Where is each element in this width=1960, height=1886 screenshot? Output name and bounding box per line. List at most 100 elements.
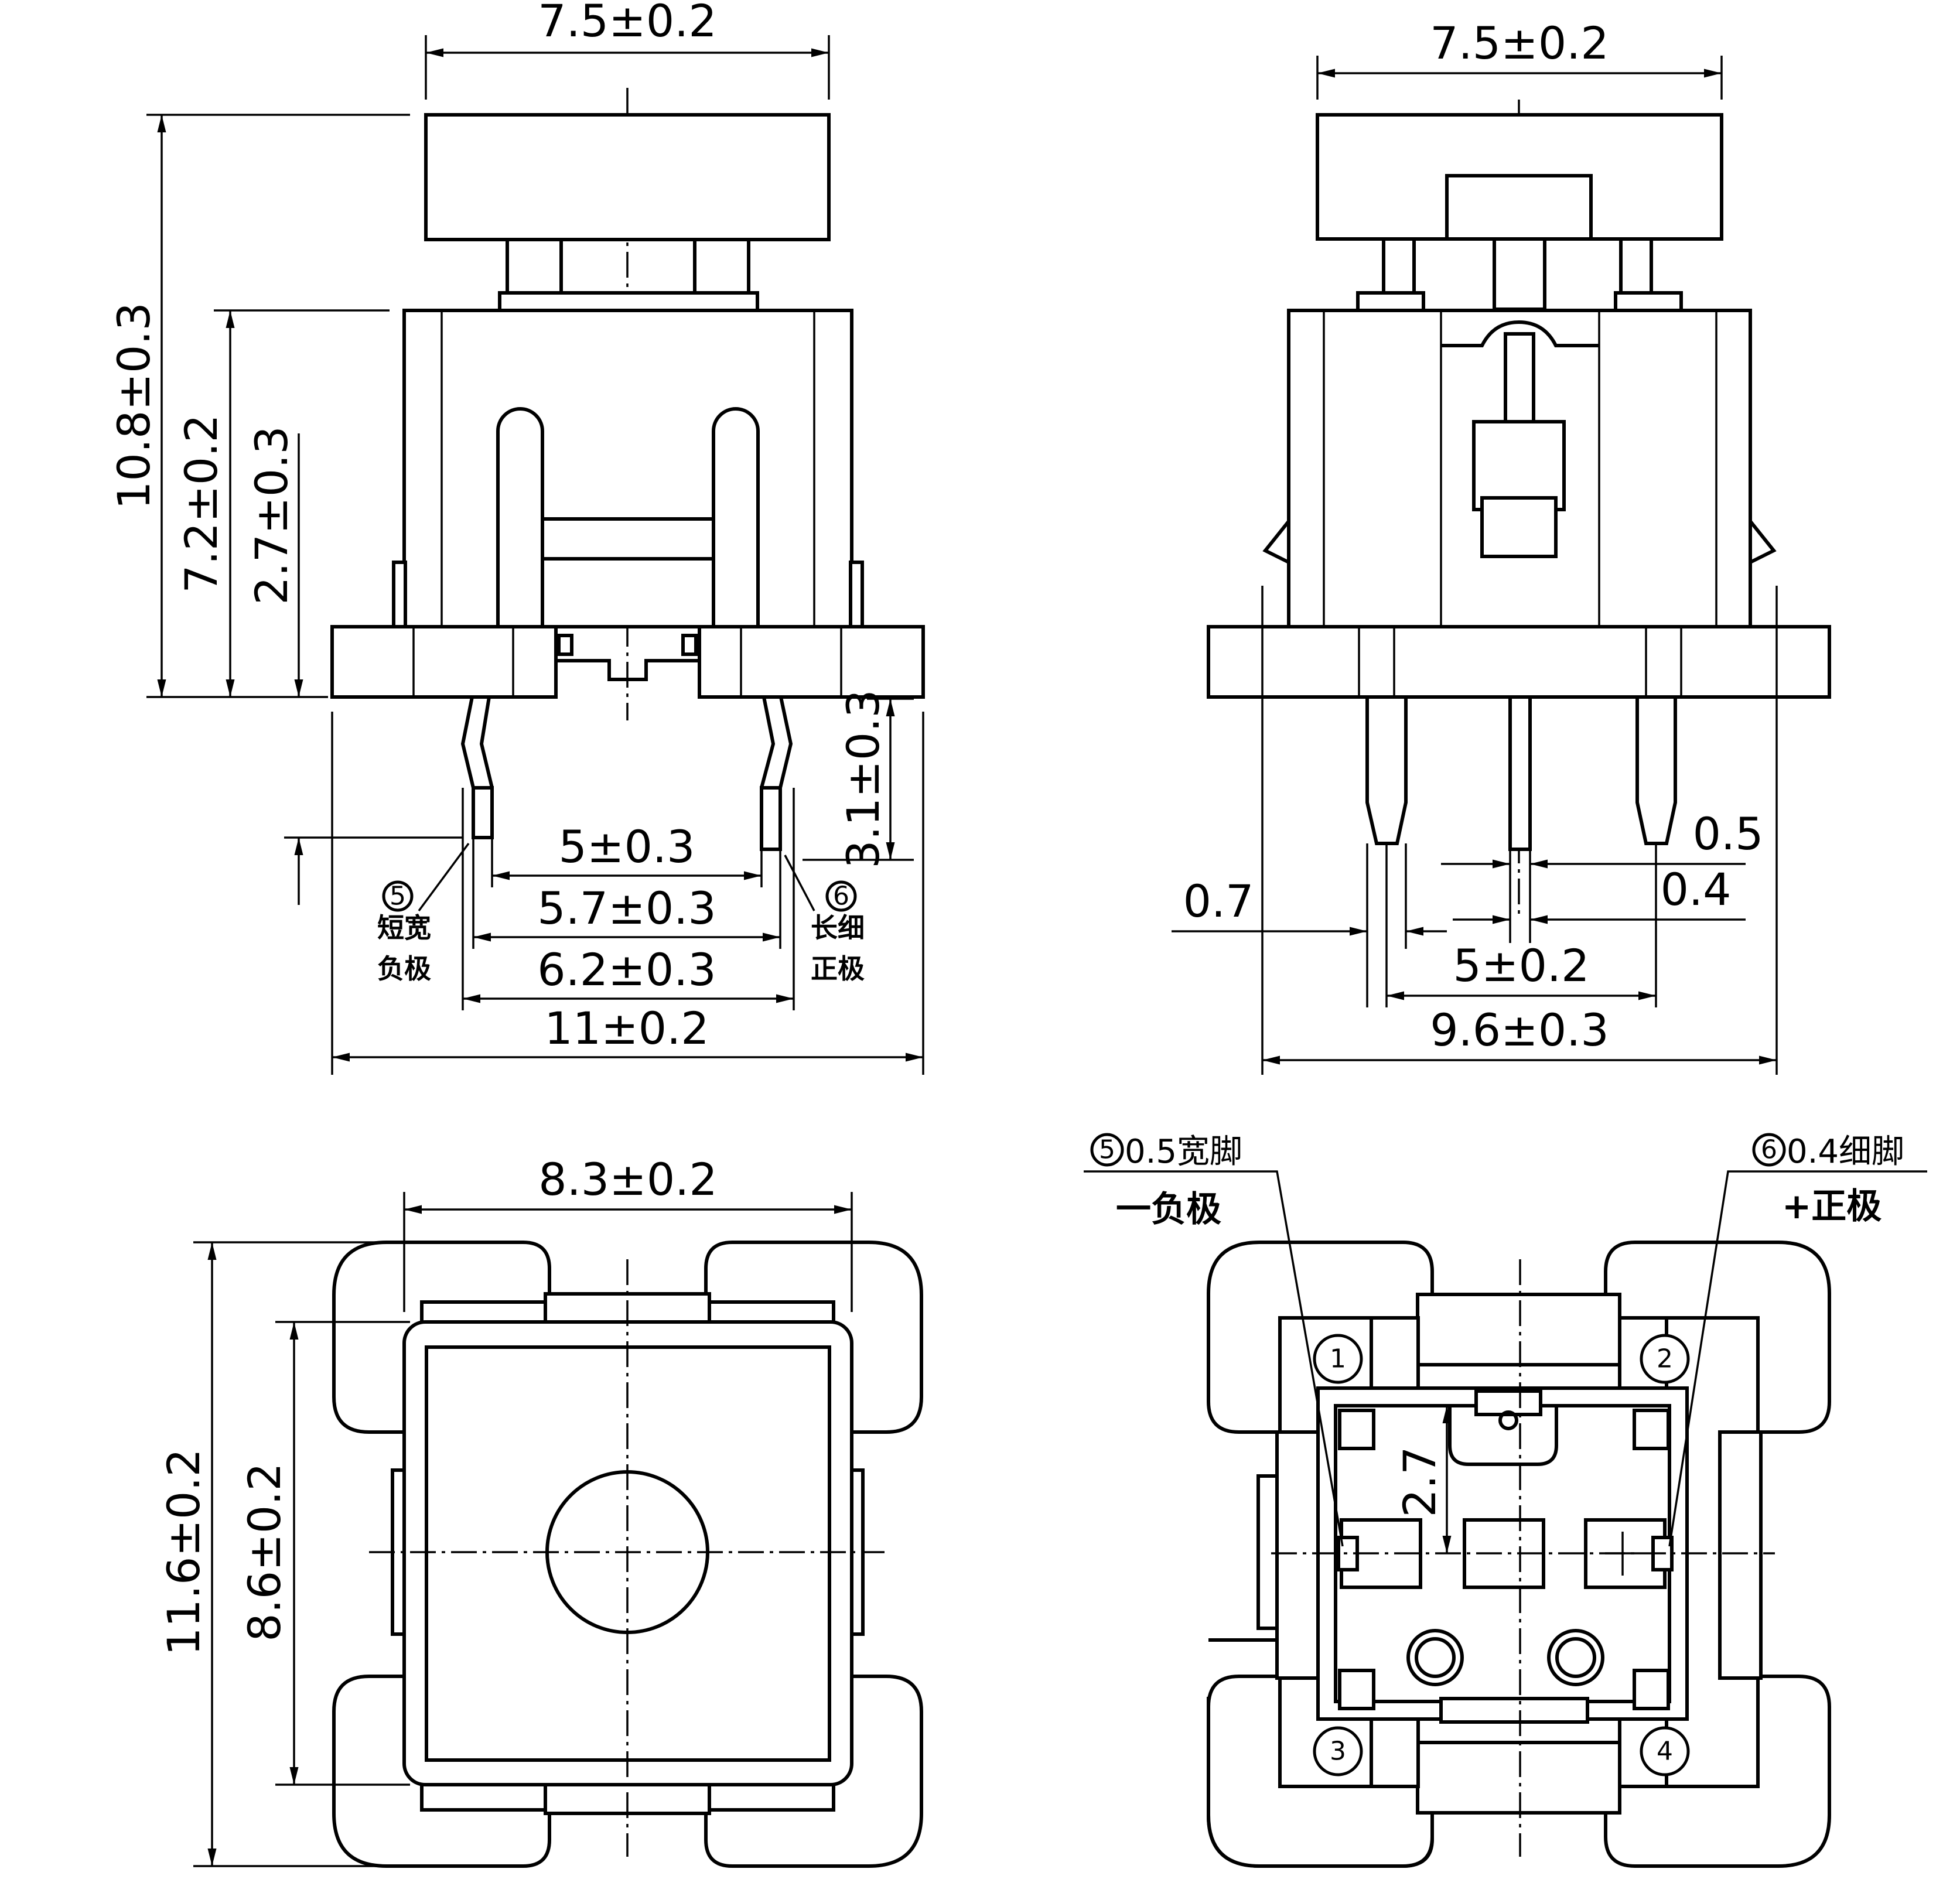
pin-number-1: 1	[1330, 1344, 1346, 1374]
bottom-hole-inner	[1555, 1637, 1596, 1678]
top-dim-total-depth: 11.6±0.2	[158, 1448, 210, 1656]
bottom-post	[1370, 1316, 1420, 1390]
top-dim-cap-width: 8.3±0.2	[538, 1153, 717, 1205]
bottom-post	[1370, 1714, 1420, 1788]
front-pin5-circle	[382, 880, 414, 912]
front-pin6-desc: 长细	[811, 912, 865, 944]
side-cap-inner	[1445, 174, 1593, 241]
bottom-connector-bottom	[1416, 1741, 1621, 1815]
pin-marker-1	[1313, 1334, 1363, 1384]
front-slot-left	[496, 407, 544, 628]
front-tab-right	[849, 561, 864, 628]
pin-marker-3	[1313, 1726, 1363, 1776]
bottom-lobe-br	[1604, 1675, 1831, 1868]
front-stem-left	[506, 238, 563, 296]
front-dim-base-width: 11±0.2	[544, 1002, 709, 1054]
top-lobe-tl	[332, 1241, 551, 1434]
top-view: 8.3±0.2 11.6±0.2 8.6±0.2	[158, 1153, 923, 1868]
bottom-pin6-circle	[1752, 1133, 1786, 1167]
pin-number-4: 4	[1657, 1737, 1673, 1767]
bottom-pin5-number: 5	[1099, 1135, 1115, 1165]
front-body	[402, 309, 853, 628]
bottom-lobe-tl	[1207, 1241, 1434, 1434]
bottom-pad	[1338, 1669, 1375, 1710]
front-center-notch	[556, 659, 699, 681]
side-view: 7.5±0.2 0.5 0.4 0.7 5±0.2 9.6±0.3	[1172, 17, 1831, 1075]
side-base-gap	[1397, 629, 1643, 695]
leader-line	[418, 842, 470, 912]
top-lobe-tr	[704, 1241, 923, 1434]
bottom-led-dot	[1498, 1410, 1518, 1430]
bottom-pin6-polarity: +正极	[1782, 1186, 1882, 1227]
bottom-pin5-circle	[1090, 1133, 1124, 1167]
bottom-lobe-bl	[1207, 1675, 1434, 1868]
bottom-pad	[1633, 1669, 1670, 1710]
bottom-lobe-tr	[1604, 1241, 1831, 1434]
bottom-pin6-number: 6	[1761, 1135, 1777, 1165]
side-dim-pin-pitch: 5±0.2	[1453, 939, 1590, 992]
front-slot-right	[712, 407, 760, 628]
side-dim-clip: 0.7	[1183, 875, 1254, 927]
side-dim-pin-thin: 0.4	[1661, 863, 1732, 915]
pin-marker-4	[1640, 1726, 1690, 1776]
side-led-base	[1480, 496, 1558, 558]
bottom-connector-top	[1416, 1293, 1621, 1366]
front-dim-pin-outer: 6.2±0.3	[537, 944, 716, 996]
side-dim-pin-wide: 0.5	[1693, 808, 1764, 860]
bottom-side-bar	[1718, 1430, 1763, 1680]
front-dim-body-height: 7.2±0.2	[175, 414, 227, 593]
side-pin-wide	[1635, 695, 1677, 845]
side-stem-base	[1614, 291, 1683, 312]
front-base-right	[698, 625, 925, 699]
front-pin5-desc: 短宽	[377, 912, 431, 944]
side-led-body	[1472, 420, 1566, 511]
top-lobe-bl	[332, 1675, 551, 1868]
bottom-side-bar	[1275, 1430, 1320, 1680]
top-lobe-br	[704, 1675, 923, 1868]
leader-line	[1084, 1170, 1344, 1547]
front-pin-5-tip	[472, 786, 494, 839]
bottom-pin5-label: 0.5宽脚	[1125, 1133, 1242, 1171]
pin-number-2: 2	[1657, 1344, 1673, 1374]
front-pin6-number: 6	[833, 882, 849, 911]
bottom-hole-inner	[1415, 1637, 1456, 1678]
side-dim-width: 7.5±0.2	[1430, 17, 1609, 69]
front-dim-pin-inner: 5±0.3	[559, 821, 695, 873]
front-pin6-circle	[825, 880, 857, 912]
front-pin5-polarity: 负极	[377, 953, 431, 985]
side-arch	[1441, 320, 1599, 347]
front-small-post	[681, 634, 698, 656]
pin-marker-2	[1640, 1334, 1690, 1384]
bottom-bottom-tab	[1439, 1697, 1589, 1724]
pin-number-3: 3	[1330, 1737, 1346, 1767]
bottom-pad	[1338, 1409, 1375, 1450]
front-pin6-polarity: 正极	[811, 953, 865, 985]
bottom-pin6-label: 0.4细脚	[1787, 1133, 1904, 1171]
bottom-view: 2.7 1 2 3 4 5 0.5宽脚 一负极 6 0.4细脚 +正极	[1084, 1133, 1927, 1868]
side-stem-center	[1493, 237, 1546, 311]
front-dim-total-height: 10.8±0.3	[108, 302, 160, 510]
front-dim-clip-height: 2.7±0.3	[245, 426, 298, 604]
front-small-post	[557, 634, 573, 656]
leader-line	[784, 855, 815, 911]
front-dim-pin-length: 3.1±0.3	[837, 689, 889, 868]
leader-line	[1668, 1170, 1927, 1547]
side-pin-wide	[1365, 695, 1408, 845]
side-stem-base	[1356, 291, 1425, 312]
front-pin5-number: 5	[390, 882, 406, 911]
front-slot-bridge	[541, 517, 715, 561]
top-dim-cap-depth: 8.6±0.2	[238, 1463, 291, 1641]
front-pin-6-tip	[760, 786, 782, 851]
bottom-pin5-polarity: 一负极	[1116, 1189, 1221, 1230]
front-base-left	[330, 625, 558, 699]
front-tab-left	[392, 561, 407, 628]
bottom-dim-offset: 2.7	[1394, 1447, 1446, 1518]
side-dim-base-width: 9.6±0.3	[1430, 1004, 1609, 1056]
front-cap	[424, 113, 831, 241]
side-pin-thin	[1508, 695, 1532, 851]
side-clip-left	[1262, 520, 1290, 564]
front-dim-pin-mid: 5.7±0.3	[537, 882, 716, 934]
side-clip-right	[1749, 520, 1777, 564]
front-stem-right	[693, 238, 750, 296]
